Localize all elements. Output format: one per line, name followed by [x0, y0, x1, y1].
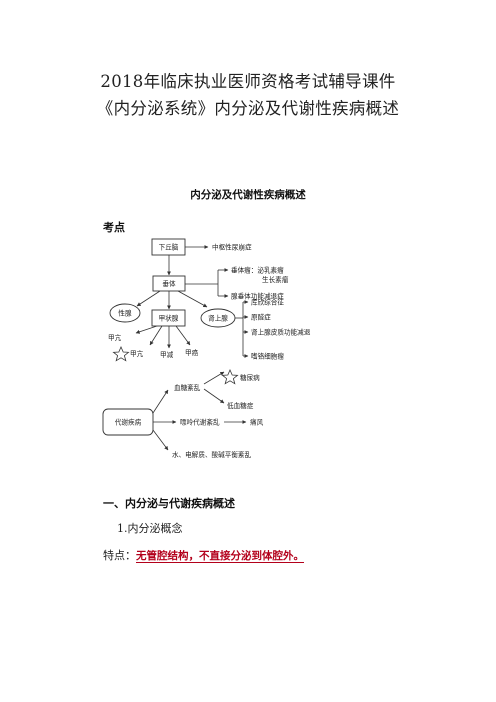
hypopituitarism-label: 腺垂体功能减退症	[231, 292, 284, 301]
thyroid-box	[151, 309, 186, 327]
paragraph-2: 特点：无管腔结构，不直接分泌到体腔外。	[103, 547, 304, 563]
kaodian-label: 考点	[103, 221, 125, 234]
document-title-line2: 《内分泌系统》内分泌及代谢性疾病概述	[96, 99, 400, 118]
gonad-ellipse	[109, 303, 141, 323]
diabetes-label: 糖尿病	[240, 373, 260, 382]
section-title: 内分泌及代谢性疾病概述	[190, 189, 306, 201]
hypothyroid-label: 甲减	[160, 350, 174, 359]
document-title-line1: 2018年临床执业医师资格考试辅导课件	[100, 72, 396, 91]
thyroid-cancer-label: 甲癌	[185, 348, 199, 357]
gout-label: 痛风	[250, 418, 264, 427]
thyroid-label: 甲状腺	[159, 314, 179, 323]
star-icon	[112, 346, 130, 362]
paragraph-1: 1.内分泌概念	[117, 522, 183, 535]
pituitary-label: 垂体	[162, 279, 176, 288]
hypoglycemia-label: 低血糖症	[227, 401, 254, 410]
adrenal-label: 肾上腺	[208, 314, 228, 323]
aldosteronism-label: 原醛症	[251, 313, 271, 322]
pheochromocytoma-label: 嗜铬细胞瘤	[251, 352, 284, 361]
hypothalamus-label: 下丘脑	[159, 243, 179, 252]
adrenal-ellipse	[200, 308, 236, 328]
metabolic-disease-box	[102, 408, 154, 436]
glucose-disorder-label: 血糖紊乱	[174, 383, 201, 392]
feature-label: 特点：	[103, 549, 136, 562]
feature-emphasis: 无管腔结构，不直接分泌到体腔外。	[136, 550, 304, 562]
pituitary-tumor-label: 垂体瘤：泌乳素瘤	[231, 266, 284, 275]
metabolic-disease-label: 代谢疾病	[115, 418, 142, 427]
star-icon	[221, 369, 239, 385]
hyperthyroid-label: 甲亢	[108, 333, 122, 342]
heading-1: 一、内分泌与代谢疾病概述	[103, 497, 235, 510]
gonad-label: 性腺	[118, 309, 132, 318]
adrenal-insufficiency-label: 肾上腺皮质功能减退	[251, 328, 311, 337]
hypothalamus-box	[151, 238, 186, 256]
purine-disorder-label: 嘌呤代谢紊乱	[180, 418, 220, 427]
electrolyte-disorder-label: 水、电解质、酸碱平衡紊乱	[172, 450, 252, 459]
cushing-label: 库欣综合征	[251, 298, 284, 307]
hyperthyroid-star-label: 甲亢	[130, 349, 144, 358]
central-diabetes-insipidus-label: 中枢性尿崩症	[212, 243, 252, 252]
gh-tumor-label: 生长素瘤	[262, 275, 289, 284]
pituitary-box	[152, 275, 186, 292]
